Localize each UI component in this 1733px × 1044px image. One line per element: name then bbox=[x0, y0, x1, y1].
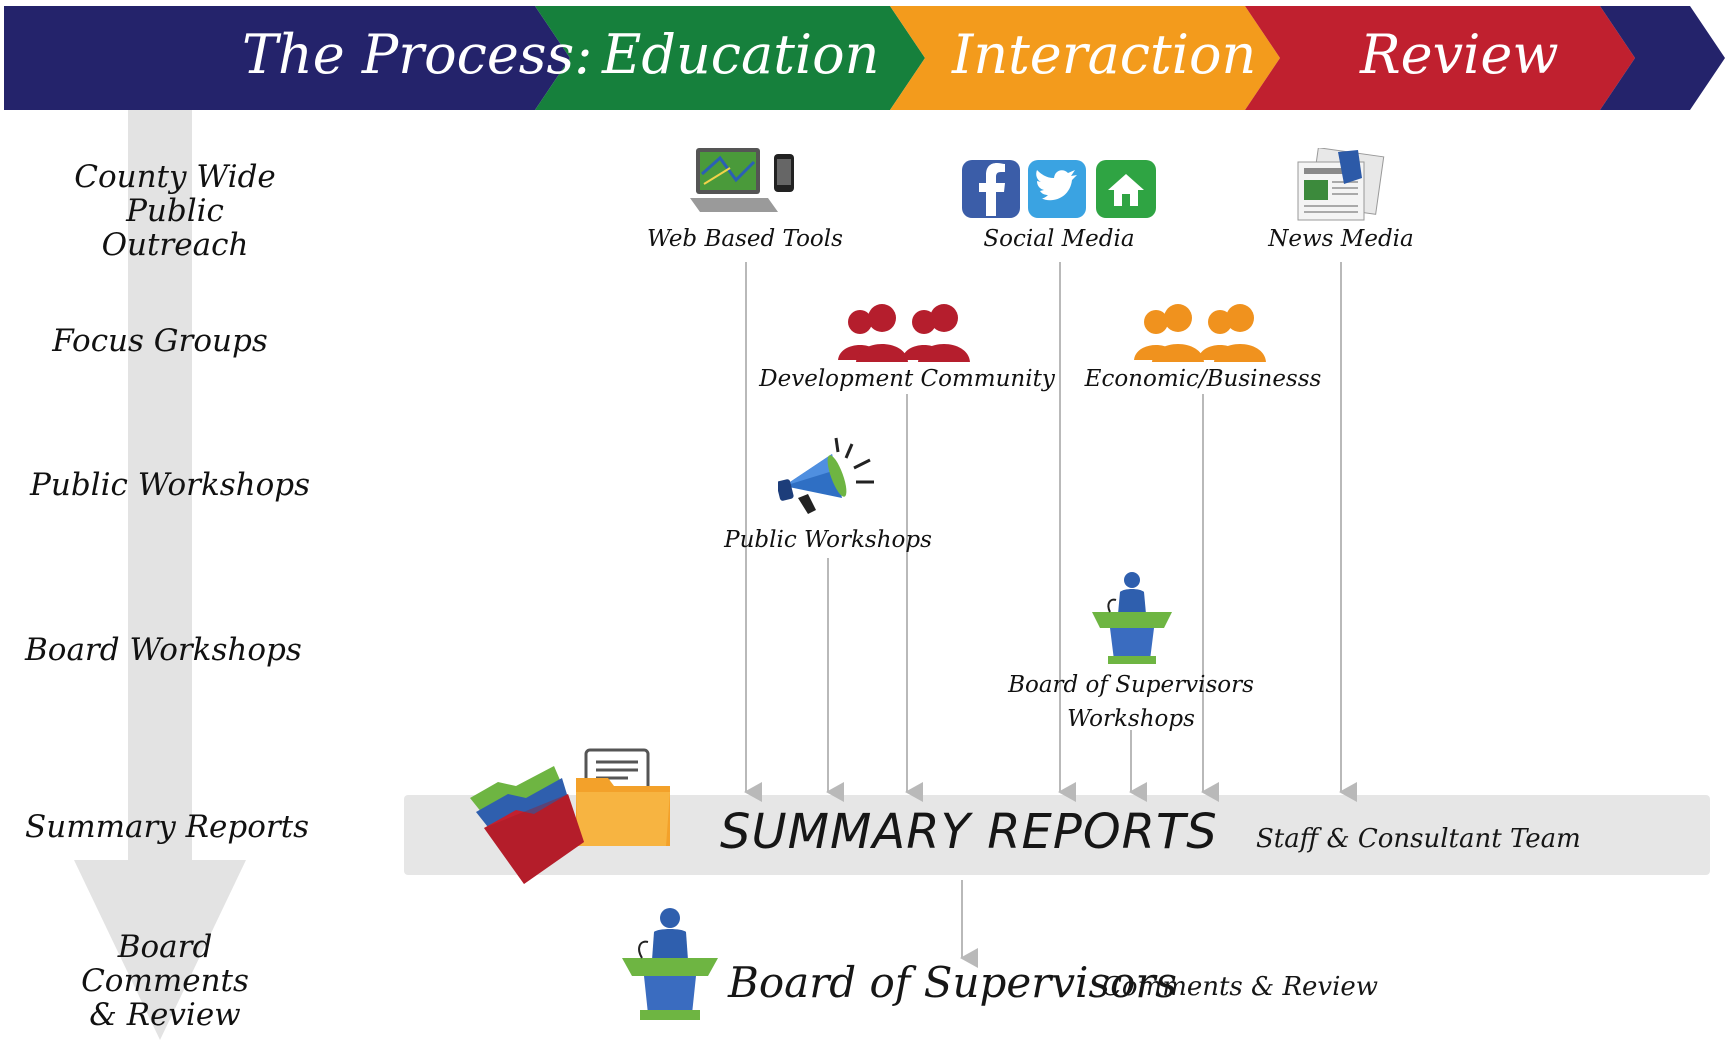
source-label-development-community: Development Community bbox=[759, 366, 1055, 392]
source-label-news-media: News Media bbox=[1268, 226, 1414, 252]
banner-segment-review bbox=[1245, 6, 1635, 110]
summary-reports-title: SUMMARY REPORTS bbox=[720, 804, 1218, 860]
row-label-outreach: County Wide Public Outreach bbox=[74, 159, 276, 263]
row-label-focus-groups: Focus Groups bbox=[52, 323, 268, 359]
row-label-summary-reports: Summary Reports bbox=[25, 809, 310, 845]
row-label-board-workshops: Board Workshops bbox=[25, 632, 302, 668]
source-label-economic-business: Economic/Businesss bbox=[1084, 366, 1322, 392]
banner-label-education: Education bbox=[602, 23, 880, 86]
source-label-public-workshops: Public Workshops bbox=[724, 527, 932, 553]
people-group-icon-economic bbox=[1134, 304, 1266, 362]
source-label-social-media: Social Media bbox=[983, 226, 1135, 252]
banner-segment-tail bbox=[1600, 6, 1725, 110]
banner-label-interaction: Interaction bbox=[952, 23, 1257, 86]
summary-reports-subtitle: Staff & Consultant Team bbox=[1256, 824, 1581, 854]
process-flow-arrow bbox=[74, 108, 246, 1040]
people-group-icon-development bbox=[838, 304, 970, 362]
row-label-board-comments: Board Comments & Review bbox=[81, 929, 249, 1033]
social-media-icons bbox=[962, 160, 1156, 218]
board-review-title: Board of Supervisors bbox=[728, 958, 1177, 1007]
banner-label-process: The Process: bbox=[242, 23, 593, 86]
laptop-phone-icon bbox=[690, 148, 794, 212]
banner-segment-education bbox=[535, 6, 925, 110]
twitter-icon bbox=[1028, 160, 1086, 218]
board-review-subtitle: Comments & Review bbox=[1102, 972, 1379, 1002]
facebook-icon bbox=[962, 160, 1020, 218]
row-label-public-workshops: Public Workshops bbox=[30, 467, 311, 503]
podium-speaker-icon-workshops bbox=[1092, 572, 1172, 664]
source-label-board-workshops: Board of Supervisors Workshops bbox=[1008, 672, 1254, 732]
banner-label-review: Review bbox=[1360, 23, 1559, 86]
megaphone-icon bbox=[778, 437, 874, 514]
newspaper-icon bbox=[1297, 148, 1385, 221]
process-banner bbox=[4, 6, 1725, 110]
podium-speaker-icon-board bbox=[622, 908, 718, 1020]
folders-icon bbox=[470, 748, 670, 884]
home-icon bbox=[1096, 160, 1156, 218]
source-label-web-tools: Web Based Tools bbox=[647, 226, 843, 252]
banner-segment-process bbox=[4, 6, 570, 110]
banner-segment-interaction bbox=[890, 6, 1280, 110]
